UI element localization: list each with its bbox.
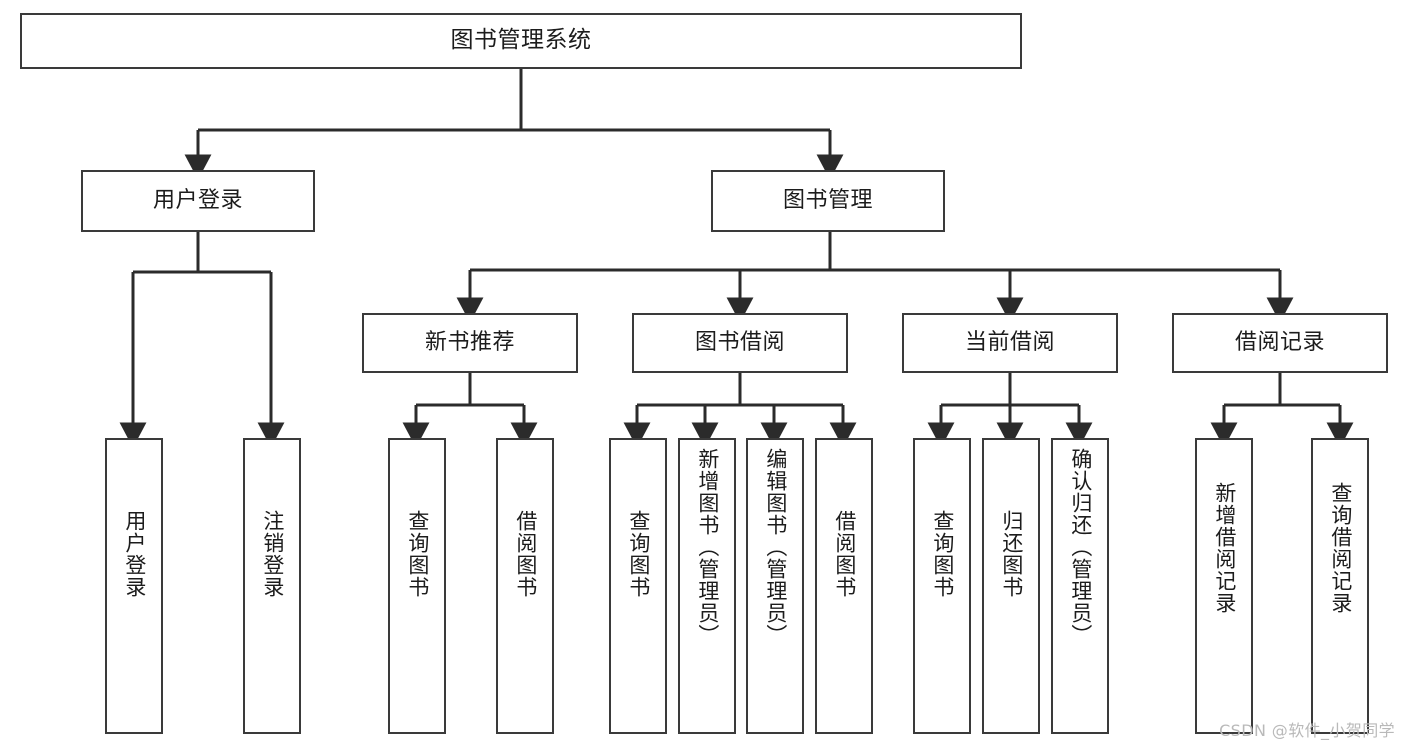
node-label: 图书管理系统 bbox=[450, 27, 592, 54]
node-new-book-recommend[interactable]: 新书推荐 bbox=[362, 313, 578, 373]
node-label: 借阅记录 bbox=[1234, 330, 1325, 356]
node-borrow-record[interactable]: 借阅记录 bbox=[1172, 313, 1388, 373]
node-root-book-management-system[interactable]: 图书管理系统 bbox=[20, 13, 1022, 69]
node-label: 确认归还（管理员） bbox=[1068, 448, 1093, 646]
node-leaf-edit-book[interactable]: 编辑图书（管理员） bbox=[746, 438, 804, 734]
node-leaf-return-book[interactable]: 归还图书 bbox=[982, 438, 1040, 734]
node-label: 借阅图书 bbox=[513, 510, 538, 598]
node-leaf-query-book-3[interactable]: 查询图书 bbox=[913, 438, 971, 734]
node-label: 查询图书 bbox=[930, 510, 955, 598]
node-leaf-confirm-return[interactable]: 确认归还（管理员） bbox=[1051, 438, 1109, 734]
node-book-management[interactable]: 图书管理 bbox=[711, 170, 945, 232]
node-label: 查询图书 bbox=[626, 510, 651, 598]
csdn-watermark: CSDN @软件_小贺同学 bbox=[1219, 721, 1395, 740]
node-current-borrow[interactable]: 当前借阅 bbox=[902, 313, 1118, 373]
node-book-borrow[interactable]: 图书借阅 bbox=[632, 313, 848, 373]
node-label: 当前借阅 bbox=[964, 330, 1055, 356]
node-label: 新增借阅记录 bbox=[1212, 482, 1237, 614]
node-leaf-borrow-book-1[interactable]: 借阅图书 bbox=[496, 438, 554, 734]
node-label: 编辑图书（管理员） bbox=[763, 448, 788, 646]
node-leaf-logout-login[interactable]: 注销登录 bbox=[243, 438, 301, 734]
node-label: 归还图书 bbox=[999, 510, 1024, 598]
node-label: 借阅图书 bbox=[832, 510, 857, 598]
node-label: 用户登录 bbox=[152, 188, 243, 214]
node-leaf-query-book-2[interactable]: 查询图书 bbox=[609, 438, 667, 734]
node-user-login[interactable]: 用户登录 bbox=[81, 170, 315, 232]
node-leaf-user-login[interactable]: 用户登录 bbox=[105, 438, 163, 734]
node-label: 图书管理 bbox=[782, 188, 873, 214]
node-leaf-add-book[interactable]: 新增图书（管理员） bbox=[678, 438, 736, 734]
node-label: 查询借阅记录 bbox=[1328, 482, 1353, 614]
node-label: 注销登录 bbox=[260, 510, 285, 598]
node-leaf-add-record[interactable]: 新增借阅记录 bbox=[1195, 438, 1253, 734]
node-label: 图书借阅 bbox=[694, 330, 785, 356]
node-label: 查询图书 bbox=[405, 510, 430, 598]
node-leaf-query-book-1[interactable]: 查询图书 bbox=[388, 438, 446, 734]
node-label: 新书推荐 bbox=[424, 330, 515, 356]
node-label: 新增图书（管理员） bbox=[695, 448, 720, 646]
node-leaf-query-record[interactable]: 查询借阅记录 bbox=[1311, 438, 1369, 734]
node-leaf-borrow-book-2[interactable]: 借阅图书 bbox=[815, 438, 873, 734]
node-label: 用户登录 bbox=[122, 510, 147, 598]
